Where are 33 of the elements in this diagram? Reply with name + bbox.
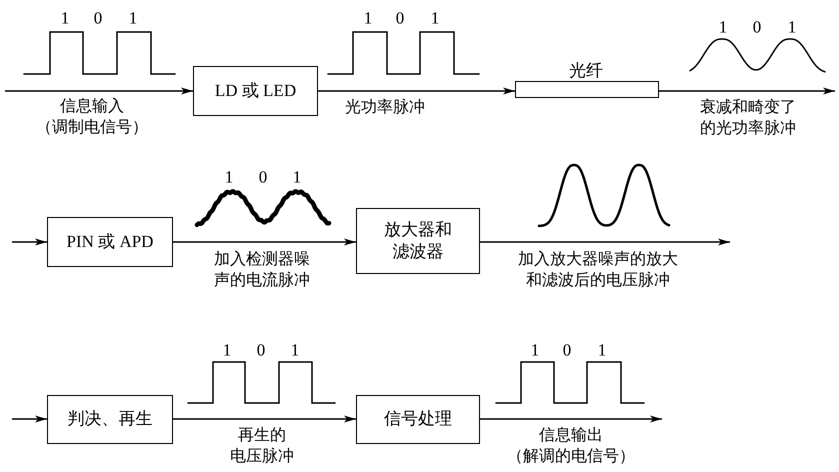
bit-label: 1 (224, 168, 234, 186)
bit-label: 1 (788, 18, 796, 36)
bit-label: 1 (718, 18, 728, 36)
process-box: 放大器和滤波器 (356, 208, 480, 274)
arrow (173, 416, 356, 422)
process-box: 判决、再生 (47, 395, 173, 444)
bit-label: 1 (530, 342, 540, 358)
arrow (480, 416, 662, 422)
bit-label: 1 (60, 10, 70, 26)
fiber-label: 光纤 (568, 60, 604, 82)
bit-label: 0 (256, 342, 266, 358)
bit-label: 0 (94, 10, 102, 26)
bit-label: 1 (364, 10, 372, 26)
bit-label: 1 (292, 168, 302, 186)
bit-label: 0 (752, 18, 762, 36)
arrow (318, 88, 515, 94)
arrow (12, 416, 47, 422)
arrow (5, 88, 193, 94)
bit-label: 1 (430, 10, 440, 26)
arrow (173, 238, 356, 246)
bit-label: 0 (396, 10, 404, 26)
arrow (480, 238, 730, 246)
arrow (12, 238, 47, 246)
bit-label: 0 (258, 168, 268, 186)
bit-label: 0 (562, 342, 572, 358)
arrow (657, 88, 835, 94)
process-box: LD 或 LED (193, 66, 318, 116)
process-box: PIN 或 APD (47, 217, 173, 267)
bit-label: 1 (128, 10, 138, 26)
bit-label: 1 (290, 342, 300, 358)
bit-label: 1 (598, 342, 606, 358)
bit-label: 1 (222, 342, 232, 358)
process-box: 信号处理 (356, 395, 480, 444)
